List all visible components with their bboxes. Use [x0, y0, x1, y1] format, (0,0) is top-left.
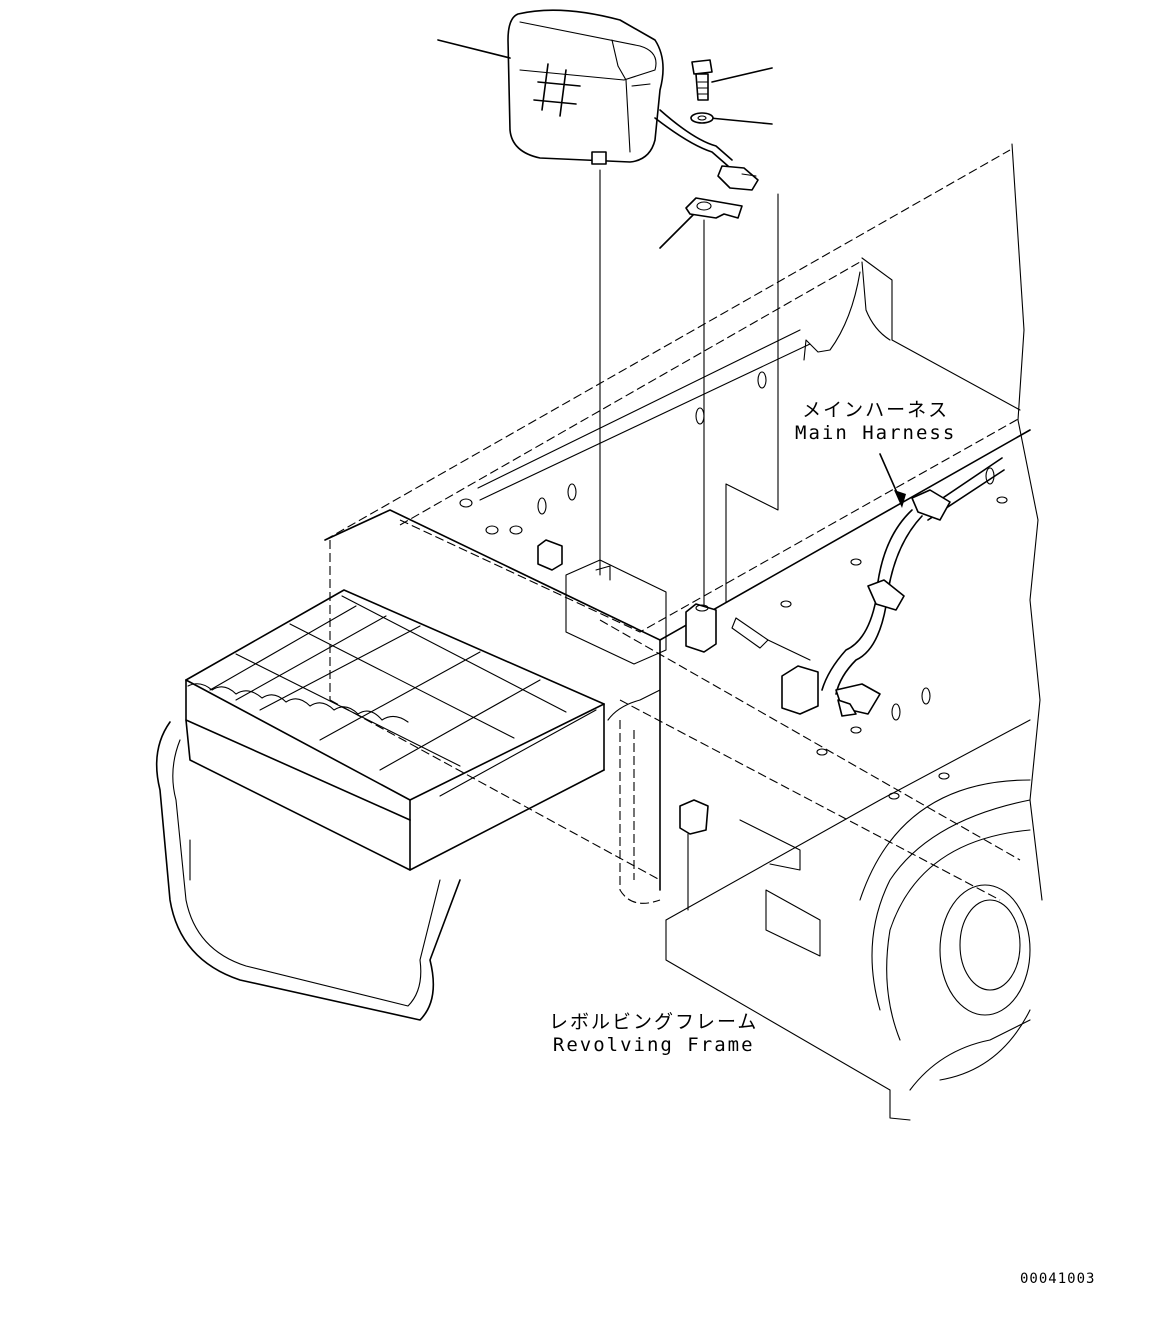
bolt-part	[691, 59, 713, 101]
main-harness-label-ja: メインハーネス	[802, 399, 950, 421]
revolving-frame-label-ja: レボルビングフレーム	[549, 1011, 759, 1033]
revolving-frame-label-en: Revolving Frame	[552, 1034, 755, 1056]
drawing-number: 00041003	[1020, 1271, 1096, 1287]
leader-lines	[437, 39, 906, 508]
frame-holes	[459, 371, 1008, 800]
step-grating	[155, 589, 605, 1021]
main-harness-label-en: Main Harness	[795, 422, 957, 444]
main-harness-label: メインハーネス Main Harness	[795, 395, 956, 444]
terminal-bracket	[685, 197, 743, 219]
washer-part	[690, 112, 714, 124]
revolving-frame-label: レボルビングフレーム Revolving Frame	[549, 1007, 758, 1056]
work-lamp	[507, 9, 759, 191]
